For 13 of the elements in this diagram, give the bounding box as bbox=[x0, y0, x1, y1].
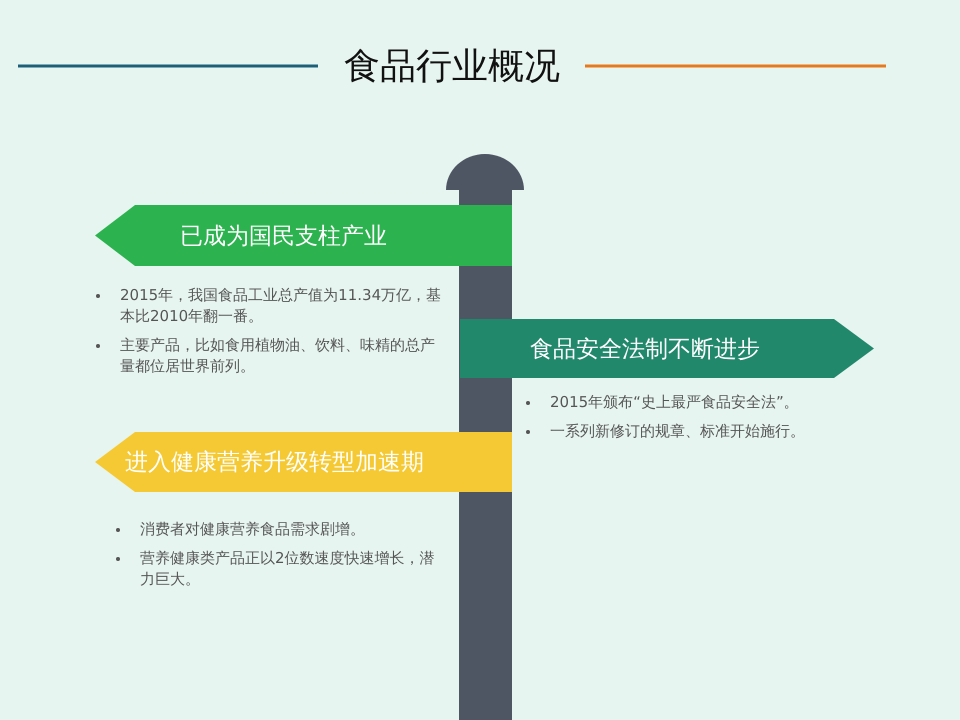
sign-label: 食品安全法制不断进步 bbox=[530, 335, 760, 364]
bullet-text: 主要产品，比如食用植物油、饮料、味精的总产量都位居世界前列。 bbox=[120, 335, 436, 377]
bullet-text: 2015年颁布“史上最严食品安全法”。 bbox=[550, 392, 800, 413]
sign-label: 进入健康营养升级转型加速期 bbox=[125, 448, 424, 478]
signpost-arrow bbox=[95, 205, 512, 266]
bullet-text: 一系列新修订的规章、标准开始施行。 bbox=[550, 421, 806, 442]
bullet-text: 营养健康类产品正以2位数速度快速增长，潜力巨大。 bbox=[140, 548, 436, 590]
signpost-arrow bbox=[95, 432, 512, 492]
signpost-arrow bbox=[460, 319, 874, 378]
sign-label: 已成为国民支柱产业 bbox=[180, 222, 387, 251]
bullet-text: 2015年，我国食品工业总产值为11.34万亿，基本比2010年翻一番。 bbox=[120, 285, 442, 327]
title: 食品行业概况 bbox=[343, 45, 561, 89]
bullet-text: 消费者对健康营养食品需求剧增。 bbox=[140, 519, 366, 540]
